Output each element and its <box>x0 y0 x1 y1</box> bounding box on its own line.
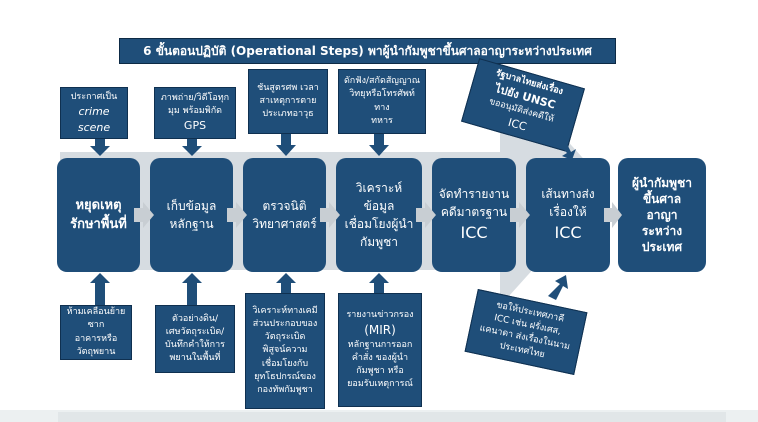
step-line: อาญา <box>646 207 678 222</box>
connector-arrow-6-final <box>604 202 622 228</box>
step-5-report: จัดทำรายงาน คดีมาตรฐาน ICC <box>432 158 516 272</box>
note-line: วิเคราะห์ทางเคมี <box>252 306 318 317</box>
connector-arrow-3-4 <box>320 202 340 228</box>
step-4-analysis: วิเคราะห์ ข้อมูล เชื่อมโยงผู้นำ กัมพูชา <box>336 158 422 272</box>
note-line: กองทัพกัมพูชา <box>257 384 313 395</box>
step-line: ICC <box>460 223 488 242</box>
note-intelligence: รายงานข่าวกรอง (MIR) หลักฐานการออก คำสั่… <box>338 293 422 407</box>
down-arrow <box>555 136 576 160</box>
note-line: GPS <box>183 119 207 133</box>
note-line: วิทยุหรือโทรศัพท์ทาง <box>349 89 415 113</box>
note-line: ยุทโธปกรณ์ของ <box>254 371 316 382</box>
step-6-route-to-icc: เส้นทางส่ง เรื่องให้ ICC <box>526 158 610 272</box>
note-line: อาคารหรือ <box>74 333 118 344</box>
note-chemical-analysis: วิเคราะห์ทางเคมี ส่วนประกอบของ วัตถุระเบ… <box>245 293 325 409</box>
up-arrow <box>548 275 568 300</box>
step-line: ตรวจนิติ <box>262 199 307 213</box>
down-arrow <box>90 139 110 156</box>
top-down-arrows <box>90 134 576 160</box>
up-arrow <box>369 273 389 293</box>
note-line: ภาพถ่าย/วิดีโอทุก <box>160 92 230 103</box>
note-crime-scene: ประกาศเป็น crime scene <box>60 87 128 139</box>
title-banner: 6 ขั้นตอนปฏิบัติ (Operational Steps) พาผ… <box>119 38 616 64</box>
note-line: มุม พร้อมพิกัด <box>167 106 223 117</box>
step-line: ข้อมูล <box>363 199 395 213</box>
note-photo-gps: ภาพถ่าย/วิดีโอทุก มุม พร้อมพิกัด GPS <box>154 87 236 139</box>
step-2-collect-evidence: เก็บข้อมูล หลักฐาน <box>150 158 233 272</box>
note-line: crime <box>78 104 110 118</box>
connector-arrow-4-5 <box>416 202 436 228</box>
step-final-court: ผู้นำกัมพูชา ขึ้นศาล อาญา ระหว่าง ประเทศ <box>618 158 706 272</box>
note-line: พยานในพื้นที่ <box>169 353 221 364</box>
footer-band-inner <box>58 412 726 422</box>
note-line: ส่วนประกอบของ <box>252 319 318 330</box>
step-line: ผู้นำกัมพูชา <box>632 175 692 190</box>
step-line: หยุดเหตุ <box>75 197 122 213</box>
note-interception: ดักฟัง/สกัดสัญญาณ วิทยุหรือโทรศัพท์ทาง ท… <box>338 69 426 134</box>
note-line: หลักฐานการออก <box>347 340 413 351</box>
note-line: ตัวอย่างดิน/ <box>171 313 219 324</box>
step-line: ระหว่าง <box>641 224 683 239</box>
note-line: สาเหตุการตาย <box>259 95 317 106</box>
note-line: ดักฟัง/สกัดสัญญาณ <box>343 76 421 87</box>
note-line: ทหาร <box>371 115 393 126</box>
note-line: รายงานข่าวกรอง <box>346 309 414 320</box>
bottom-up-arrows <box>90 273 568 305</box>
note-line: พิสูจน์ความ <box>262 345 308 356</box>
note-line: วัตถุพยาน <box>76 346 116 357</box>
step-line: รักษาพื้นที่ <box>70 217 127 232</box>
step-line: เก็บข้อมูล <box>166 199 217 213</box>
note-line: เศษวัตถุระเบิด/ <box>165 326 225 337</box>
step-line: วิทยาศาสตร์ <box>252 217 317 231</box>
step-line: จัดทำรายงาน <box>438 187 510 201</box>
connector-arrow-1-2 <box>134 202 154 228</box>
down-arrow <box>369 134 389 156</box>
note-line: ประกาศเป็น <box>70 91 118 102</box>
note-line: วัตถุระเบิด <box>264 332 306 343</box>
step-3-forensics: ตรวจนิติ วิทยาศาสตร์ <box>243 158 326 272</box>
note-no-moving: ห้ามเคลื่อนย้ายซาก อาคารหรือ วัตถุพยาน <box>60 305 132 360</box>
note-line: ห้ามเคลื่อนย้ายซาก <box>66 307 126 331</box>
step-line: คดีมาตรฐาน <box>440 205 508 219</box>
up-arrow <box>182 273 202 305</box>
step-line: เชื่อมโยงผู้นำ <box>344 217 414 231</box>
step-line: เรื่องให้ <box>549 205 587 219</box>
note-line: เชื่อมโยงกับ <box>261 358 309 369</box>
step-line: หลักฐาน <box>169 217 214 231</box>
note-line: กัมพูชา หรือ <box>356 366 404 377</box>
step-line: ขึ้นศาล <box>642 191 682 206</box>
note-autopsy: ชันสูตรศพ เวลา สาเหตุการตาย ประเภทอาวุธ <box>248 69 328 134</box>
note-line: ประเภทอาวุธ <box>262 109 314 120</box>
step-line: กัมพูชา <box>360 235 398 249</box>
step-1-stop-secure: หยุดเหตุ รักษาพื้นที่ <box>57 158 140 272</box>
note-line: (MIR) <box>364 322 396 337</box>
connector-arrow-5-6 <box>510 202 530 228</box>
connector-arrow-2-3 <box>227 202 247 228</box>
note-samples: ตัวอย่างดิน/ เศษวัตถุระเบิด/ บันทึกคำให้… <box>155 305 235 373</box>
down-arrow <box>182 139 202 156</box>
note-line: scene <box>77 120 111 134</box>
note-line: ยอมรับเหตุการณ์ <box>347 379 413 390</box>
down-arrow <box>276 134 296 156</box>
step-line: ICC <box>554 223 582 242</box>
note-line: คำสั่ง ของผู้นำ <box>351 353 409 364</box>
step-line: วิเคราะห์ <box>355 181 403 195</box>
step-line: เส้นทางส่ง <box>541 187 595 201</box>
up-arrow <box>90 273 110 305</box>
up-arrow <box>276 273 296 293</box>
note-line: บันทึกคำให้การ <box>165 340 225 350</box>
step-line: ประเทศ <box>641 240 683 255</box>
note-line: ชันสูตรศพ เวลา <box>257 82 319 93</box>
